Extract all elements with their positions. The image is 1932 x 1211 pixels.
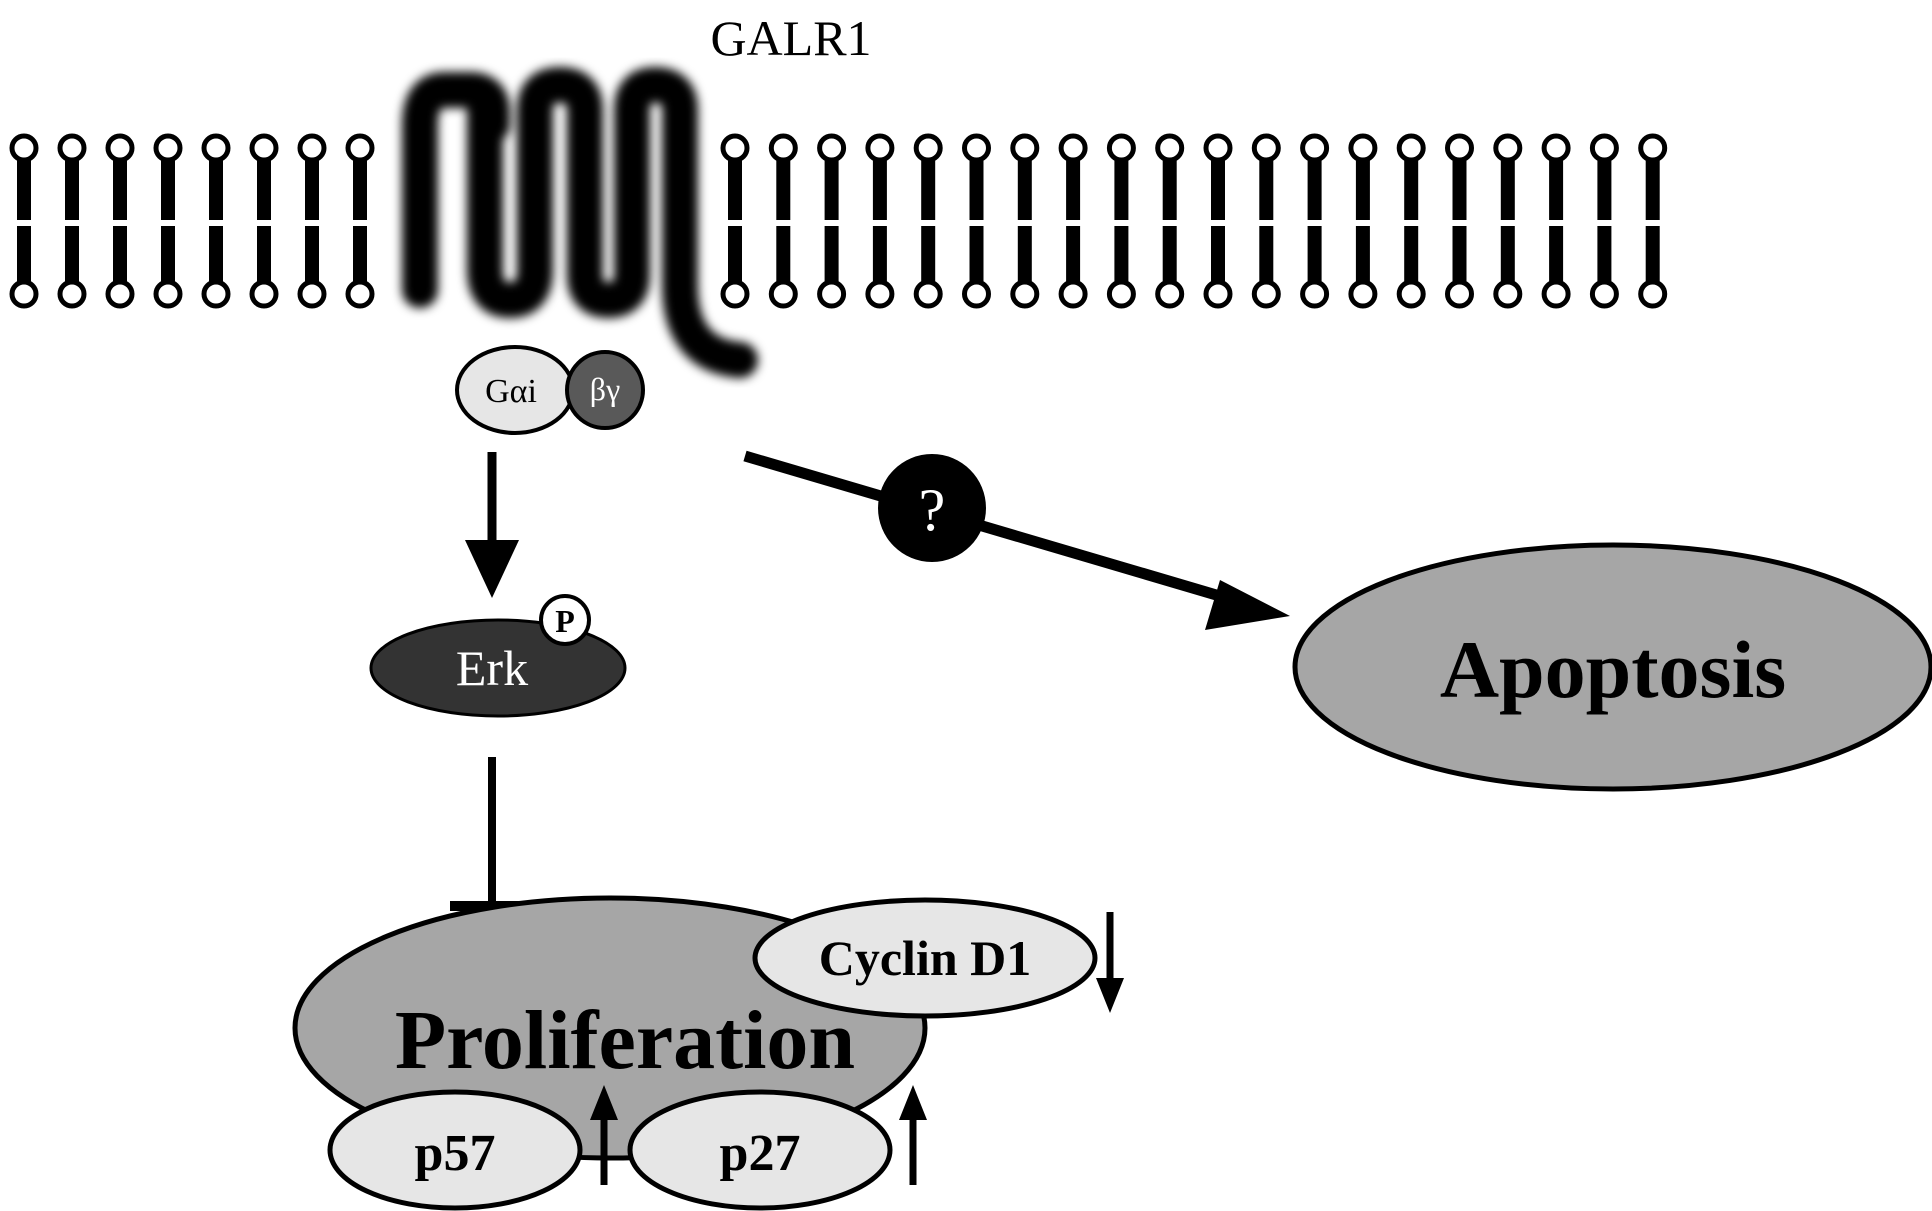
proliferation-label: Proliferation: [395, 994, 855, 1087]
lipid-molecule: [1589, 133, 1619, 309]
lipid-molecule: [1058, 133, 1088, 309]
cyclin-d1-node: [752, 897, 1098, 1019]
activation-arrowhead-to-erk: [465, 540, 519, 598]
lipid-molecule: [768, 133, 798, 309]
g-betagamma-label: βγ: [590, 371, 620, 407]
lipid-molecule: [1155, 133, 1185, 309]
cyclin-d1-label: Cyclin D1: [819, 930, 1032, 986]
receptor-label: GALR1: [710, 10, 871, 66]
lipid-molecule: [720, 133, 750, 309]
p57-up-arrow-icon: [590, 1085, 618, 1120]
p27-up-arrow-icon: [899, 1085, 927, 1120]
unknown-mechanism-label: ?: [919, 477, 946, 543]
p27-node: [627, 1089, 893, 1211]
lipid-molecule: [153, 133, 183, 309]
g-alpha-i-label: Gαi: [485, 373, 537, 410]
galr1-receptor-shape: [402, 67, 758, 378]
lipid-molecule: [1300, 133, 1330, 309]
lipid-molecule: [962, 133, 991, 309]
lipid-molecule: [1493, 133, 1523, 309]
lipid-molecule: [865, 133, 895, 309]
lipid-molecule: [57, 133, 87, 309]
apoptosis-arrowhead: [1205, 580, 1290, 630]
lipid-molecule: [1638, 133, 1668, 309]
lipid-molecule: [1203, 133, 1233, 309]
cyclin-d1-down-arrow-icon: [1096, 978, 1124, 1013]
p27-label: p27: [720, 1125, 801, 1182]
lipid-molecule: [1396, 133, 1426, 309]
apoptosis-arrow-line: [743, 450, 1242, 608]
lipid-molecule: [1541, 133, 1571, 309]
unknown-mechanism-badge: [878, 454, 986, 562]
lipid-molecule: [817, 133, 847, 309]
lipid-molecule: [1348, 133, 1378, 309]
lipid-molecule: [297, 133, 327, 309]
phospho-label: P: [555, 603, 575, 639]
lipid-molecule: [345, 133, 375, 309]
lipid-molecule: [1251, 133, 1281, 309]
lipid-molecule: [1106, 133, 1136, 309]
p57-label: p57: [415, 1125, 496, 1182]
erk-label: Erk: [456, 640, 528, 696]
phospho-badge: [539, 594, 591, 646]
p57-node: [327, 1089, 583, 1211]
lipid-molecule: [201, 133, 231, 309]
apoptosis-node: [1292, 542, 1932, 792]
apoptosis-label: Apoptosis: [1440, 624, 1786, 715]
lipid-bilayer-membrane: [9, 133, 1668, 309]
lipid-molecule: [249, 133, 279, 309]
lipid-molecule: [9, 133, 39, 309]
lipid-molecule: [1010, 133, 1040, 309]
g-betagamma-subunit: [565, 350, 645, 430]
lipid-molecule: [1445, 133, 1474, 309]
lipid-molecule: [105, 133, 135, 309]
lipid-molecule: [913, 133, 943, 309]
